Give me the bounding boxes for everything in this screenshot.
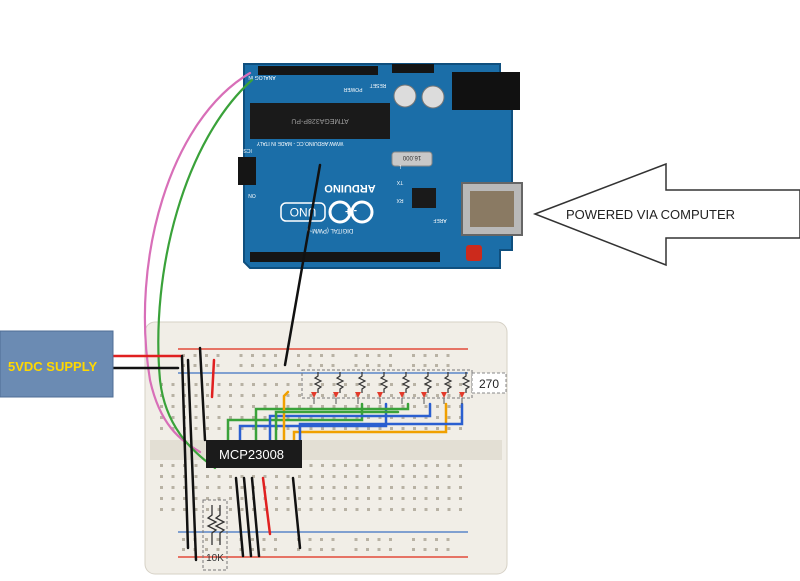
power-analog-header — [258, 66, 378, 75]
capacitor-1 — [393, 84, 417, 108]
resistor-270-4 — [379, 372, 389, 393]
board-model: UNO — [290, 205, 317, 219]
led-8 — [459, 392, 465, 398]
crystal — [391, 151, 433, 167]
led-3 — [355, 392, 361, 398]
resistor-270-5 — [401, 372, 411, 393]
icsp-label: ICSP — [240, 147, 252, 153]
board-brand: ARDUINO — [324, 182, 376, 194]
led-7 — [441, 392, 447, 398]
rx-label: RX — [396, 197, 404, 203]
wires — [110, 71, 464, 562]
l-label: L — [398, 163, 401, 169]
resistor-270-8 — [461, 372, 471, 393]
wire-black-gnd — [283, 163, 322, 367]
chip-label: MCP23008 — [219, 447, 284, 462]
digital-header — [250, 252, 440, 262]
reset-label: RESET — [370, 82, 387, 88]
powered-label: POWERED VIA COMPUTER — [566, 207, 735, 222]
capacitor-2 — [421, 85, 445, 109]
supply-label: 5VDC SUPPLY — [8, 359, 97, 374]
powered-via-computer-callout: POWERED VIA COMPUTER — [532, 162, 800, 267]
website-label: WWW.ARDUINO.CC - MADE IN ITALY — [256, 140, 343, 146]
atmega-chip-text: ATMEGA328P-PU — [291, 117, 348, 124]
tx-label: TX — [396, 179, 403, 185]
wire-pink-sda — [143, 71, 252, 454]
breadboard — [144, 321, 508, 575]
led-1 — [311, 392, 317, 398]
led-4 — [377, 392, 383, 398]
resistor-value-10k: 10K — [206, 553, 224, 564]
dc-power-jack — [452, 72, 520, 110]
led-5 — [399, 392, 405, 398]
mcp23008-chip: MCP23008 — [206, 440, 302, 468]
aref-label: AREF — [433, 217, 446, 223]
resistor-group-box — [301, 369, 473, 399]
power-supply: 5VDC SUPPLY — [0, 330, 114, 398]
top-header — [392, 64, 434, 73]
resistor-270-7 — [443, 372, 453, 393]
resistor-270-6 — [423, 372, 433, 393]
usb-port-inner — [470, 191, 514, 227]
analog-label: ANALOG IN — [248, 74, 276, 80]
led-resistor-row — [311, 372, 471, 404]
resistor-value-270: 270 — [479, 377, 499, 391]
usb-chip — [412, 188, 436, 208]
crystal-text: 16.000 — [402, 154, 421, 160]
on-label: ON — [248, 192, 256, 198]
led-2 — [333, 392, 339, 398]
arduino-logo: - + — [328, 200, 374, 224]
digital-label: DIGITAL (PWM~) — [307, 227, 354, 233]
svg-text:- +: - + — [345, 205, 357, 216]
resistor-270-1 — [313, 372, 323, 393]
led-6 — [421, 392, 427, 398]
pullup-resistors: 10K — [202, 499, 228, 571]
reset-button — [466, 245, 482, 261]
icsp-header — [238, 157, 256, 185]
arduino-uno-board: ATMEGA328P-PU 16.000 - + UNO ARDUINO DIG… — [238, 63, 523, 269]
power-label: POWER — [343, 86, 362, 92]
atmega-chip — [250, 103, 390, 139]
resistor-270-2 — [335, 372, 345, 393]
resistor-value-box — [471, 372, 507, 394]
resistor-270-3 — [357, 372, 367, 393]
